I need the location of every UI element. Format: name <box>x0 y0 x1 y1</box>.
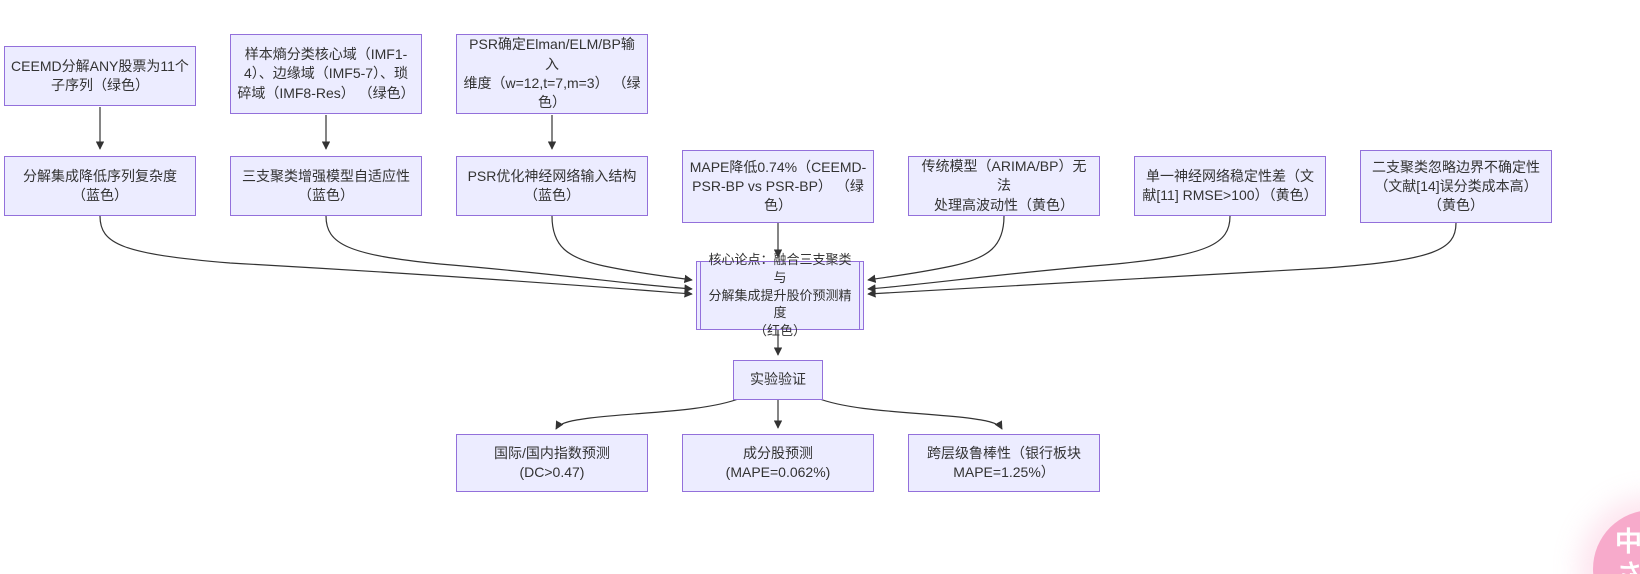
node-cross-level-robustness: 跨层级鲁棒性（银行板块 MAPE=1.25%） <box>908 434 1100 492</box>
node-label: PSR确定Elman/ELM/BP输入 维度（w=12,t=7,m=3） （绿 … <box>463 36 641 111</box>
node-label: 分解集成降低序列复杂度 （蓝色） <box>23 167 177 203</box>
edge-b3-core <box>551 215 693 284</box>
node-label: 二支聚类忽略边界不确定性 （文献[14]误分类成本高） （黄色） <box>1372 158 1540 214</box>
node-label: 传统模型（ARIMA/BP）无法 处理高波动性（黄色） <box>921 158 1087 213</box>
node-psr-dimension: PSR确定Elman/ELM/BP输入 维度（w=12,t=7,m=3） （绿 … <box>456 34 648 114</box>
edge-b6-core <box>867 215 1231 293</box>
node-mape-reduction: MAPE降低0.74%（CEEMD- PSR-BP vs PSR-BP） （绿 … <box>682 150 874 223</box>
node-index-forecast: 国际/国内指数预测 (DC>0.47) <box>456 434 648 492</box>
node-label: 跨层级鲁棒性（银行板块 MAPE=1.25%） <box>927 444 1081 480</box>
node-core-thesis: 核心论点：融合三支聚类与 分解集成提升股价预测精度 （红色） <box>696 252 864 338</box>
node-label: MAPE降低0.74%（CEEMD- PSR-BP vs PSR-BP） （绿 … <box>689 158 867 214</box>
node-label: 单一神经网络稳定性差（文 献[11] RMSE>100）（黄色） <box>1142 167 1318 203</box>
node-single-nn-instability: 单一神经网络稳定性差（文 献[11] RMSE>100）（黄色） <box>1134 156 1326 216</box>
edge-b1-core <box>99 215 693 298</box>
translate-widget-button[interactable]: 中A さ <box>1593 510 1640 574</box>
edge-exp-c1 <box>555 397 742 430</box>
node-traditional-model-limits: 传统模型（ARIMA/BP）无法 处理高波动性（黄色） <box>908 156 1100 216</box>
edge-b5-core <box>867 215 1005 283</box>
edge-exp-c3 <box>816 397 1003 430</box>
node-label: 三支聚类增强模型自适应性 （蓝色） <box>242 167 410 203</box>
node-experiment-validation: 实验验证 <box>733 360 823 400</box>
node-decompose-complexity: 分解集成降低序列复杂度 （蓝色） <box>4 156 196 216</box>
translate-widget-label2: さ <box>1617 560 1640 574</box>
node-constituent-forecast: 成分股预测 (MAPE=0.062%) <box>682 434 874 492</box>
node-label: 核心论点：融合三支聚类与 分解集成提升股价预测精度 （红色） <box>708 251 852 339</box>
node-sample-entropy: 样本熵分类核心域（IMF1- 4）、边缘域（IMF5-7）、琐 碎域（IMF8-… <box>230 34 422 114</box>
node-three-way-clustering: 三支聚类增强模型自适应性 （蓝色） <box>230 156 422 216</box>
node-psr-optimize: PSR优化神经网络输入结构 （蓝色） <box>456 156 648 216</box>
node-label: 国际/国内指数预测 (DC>0.47) <box>494 444 610 480</box>
node-label: 实验验证 <box>750 371 806 388</box>
node-label: CEEMD分解ANY股票为11个 子序列（绿色） <box>11 57 189 93</box>
translate-widget-label: 中A <box>1615 527 1640 557</box>
node-ceemd-decompose: CEEMD分解ANY股票为11个 子序列（绿色） <box>4 46 196 106</box>
edge-b7-core <box>867 222 1457 298</box>
node-label: PSR优化神经网络输入结构 （蓝色） <box>467 167 637 203</box>
edge-b2-core <box>325 215 693 293</box>
node-two-way-clustering-limits: 二支聚类忽略边界不确定性 （文献[14]误分类成本高） （黄色） <box>1360 150 1552 223</box>
node-label: 样本熵分类核心域（IMF1- 4）、边缘域（IMF5-7）、琐 碎域（IMF8-… <box>237 46 415 101</box>
node-label: 成分股预测 (MAPE=0.062%) <box>725 444 831 480</box>
